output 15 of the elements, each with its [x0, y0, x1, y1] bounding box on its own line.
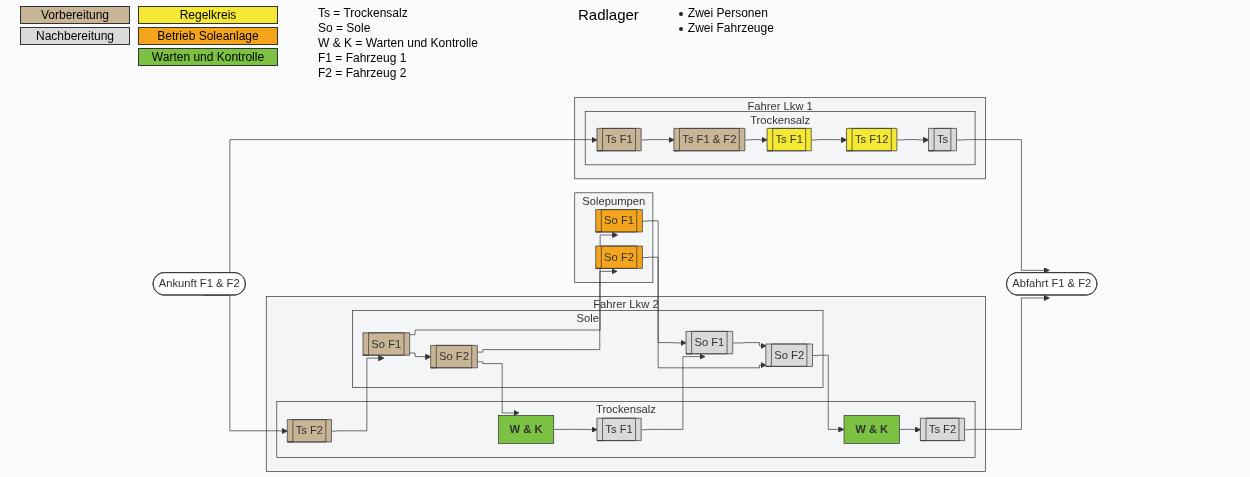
abbreviation-note: F2 = Fahrzeug 2 — [318, 66, 408, 81]
legend-item: Nachbereitung — [20, 27, 130, 45]
bullet-note: Zwei Fahrzeuge — [687, 21, 774, 36]
legend-item: Vorbereitung — [20, 6, 130, 24]
legend-item: Regelkreis — [138, 6, 278, 24]
diagram-title: Radlager — [577, 6, 639, 23]
abbreviation-note: F1 = Fahrzeug 1 — [318, 51, 408, 66]
bullet-note: Zwei Personen — [687, 6, 768, 21]
abbreviation-note: So = Sole — [318, 21, 372, 36]
node-box: W & K — [843, 415, 900, 444]
node-box: W & K — [497, 415, 555, 444]
abbreviation-note: W & K = Warten und Kontrolle — [318, 36, 478, 51]
legend-item: Betrieb Soleanlage — [138, 27, 278, 45]
legend-item: Warten und Kontrolle — [138, 48, 278, 66]
abbreviation-note: Ts = Trockensalz — [318, 6, 409, 21]
